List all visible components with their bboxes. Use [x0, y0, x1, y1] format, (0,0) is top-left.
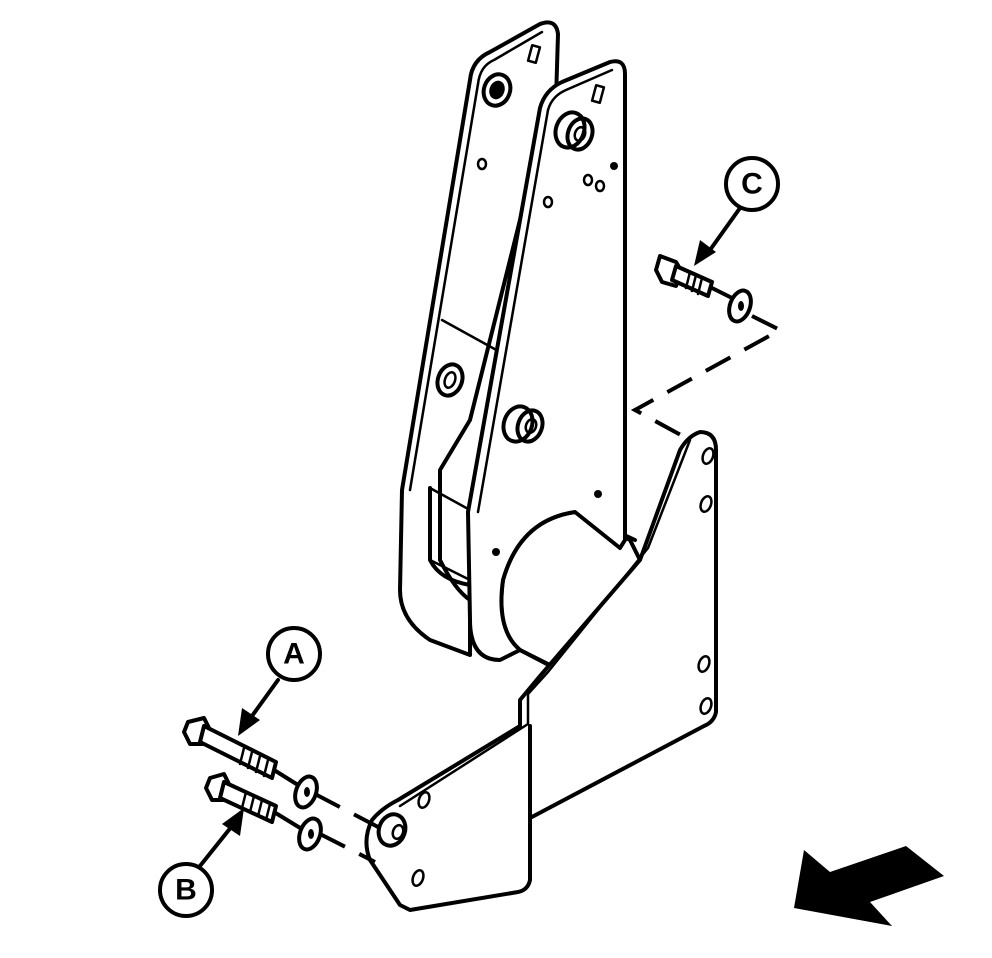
- callout-a: A: [238, 626, 322, 736]
- callout-a-label: A: [283, 638, 305, 671]
- rear-arm-plate: [398, 20, 560, 657]
- callout-c: C: [694, 156, 780, 266]
- callout-c-label: C: [741, 168, 763, 201]
- assembly-guide-lines: [314, 314, 785, 864]
- front-arm-plate: [466, 59, 627, 662]
- mounting-bracket: [364, 430, 718, 912]
- bolt-with-washer-a: [182, 716, 319, 810]
- arm-web: [428, 486, 472, 587]
- bolt-with-washer-c: [654, 254, 753, 324]
- callout-b-label: B: [175, 874, 197, 907]
- callout-b: B: [158, 808, 244, 918]
- view-direction-arrow-icon: [794, 846, 944, 926]
- bolt-with-washer-b: [204, 772, 323, 852]
